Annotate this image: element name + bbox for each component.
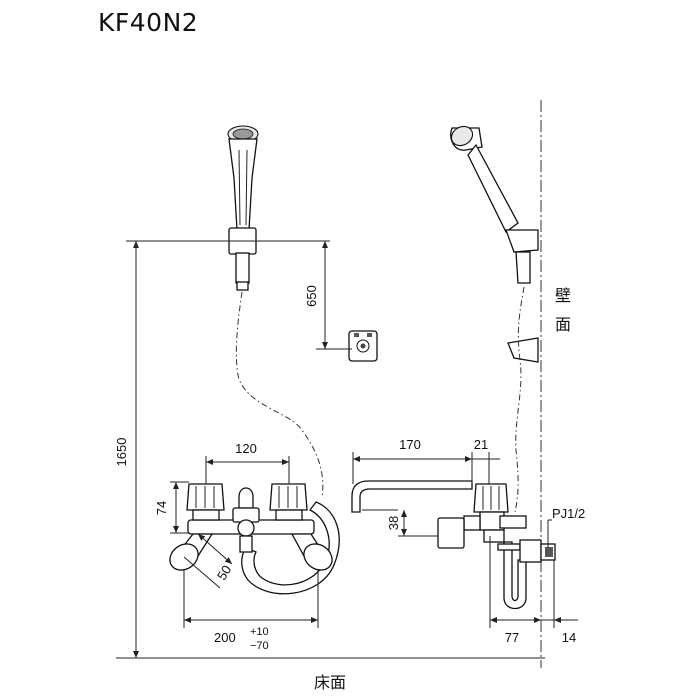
right-elbow-front — [290, 533, 333, 571]
left-handle-front — [186, 483, 225, 521]
dim-170: 170 — [399, 437, 421, 452]
floor-label: 床面 — [314, 673, 346, 692]
dim-200-tol-plus: +10 — [250, 626, 269, 638]
shower-head-side — [450, 125, 519, 233]
hose-front — [235, 291, 324, 499]
dim-14: 14 — [562, 630, 576, 645]
dim-200-tol-minus: −70 — [250, 640, 269, 652]
holder-side-top — [505, 229, 539, 284]
model-title: KF40N2 — [98, 8, 199, 37]
holder-bracket-front — [348, 330, 378, 362]
hose-side — [514, 286, 525, 513]
front-dim-texts: 1650 650 120 74 50 200 +10 −70 — [114, 285, 319, 652]
dim-200: 200 — [214, 630, 236, 645]
front-dimensions — [116, 240, 545, 659]
side-dimensions — [352, 452, 578, 628]
right-handle-front — [269, 483, 308, 521]
side-dim-texts: 170 21 38 77 14 PJ1/2 — [386, 437, 585, 645]
holder-side-lower — [507, 337, 539, 363]
dim-120: 120 — [235, 441, 257, 456]
wall-label-char-2: 面 — [555, 315, 571, 334]
dim-50: 50 — [214, 563, 234, 583]
dim-74: 74 — [154, 501, 169, 515]
front-view — [169, 125, 378, 595]
dim-38: 38 — [386, 516, 401, 530]
spout-side — [351, 480, 473, 513]
valve-side — [437, 483, 509, 549]
dim-1650: 1650 — [114, 438, 129, 467]
piping-side — [497, 515, 556, 610]
shower-head-front — [227, 125, 259, 231]
dim-77: 77 — [505, 630, 519, 645]
side-view — [351, 100, 556, 668]
diverter-front — [232, 487, 260, 553]
wall-label-char-1: 壁 — [555, 286, 571, 305]
dim-21: 21 — [474, 437, 488, 452]
dim-650: 650 — [304, 285, 319, 307]
pipe-thread-label: PJ1/2 — [552, 506, 585, 521]
holder-front-top — [228, 227, 257, 291]
